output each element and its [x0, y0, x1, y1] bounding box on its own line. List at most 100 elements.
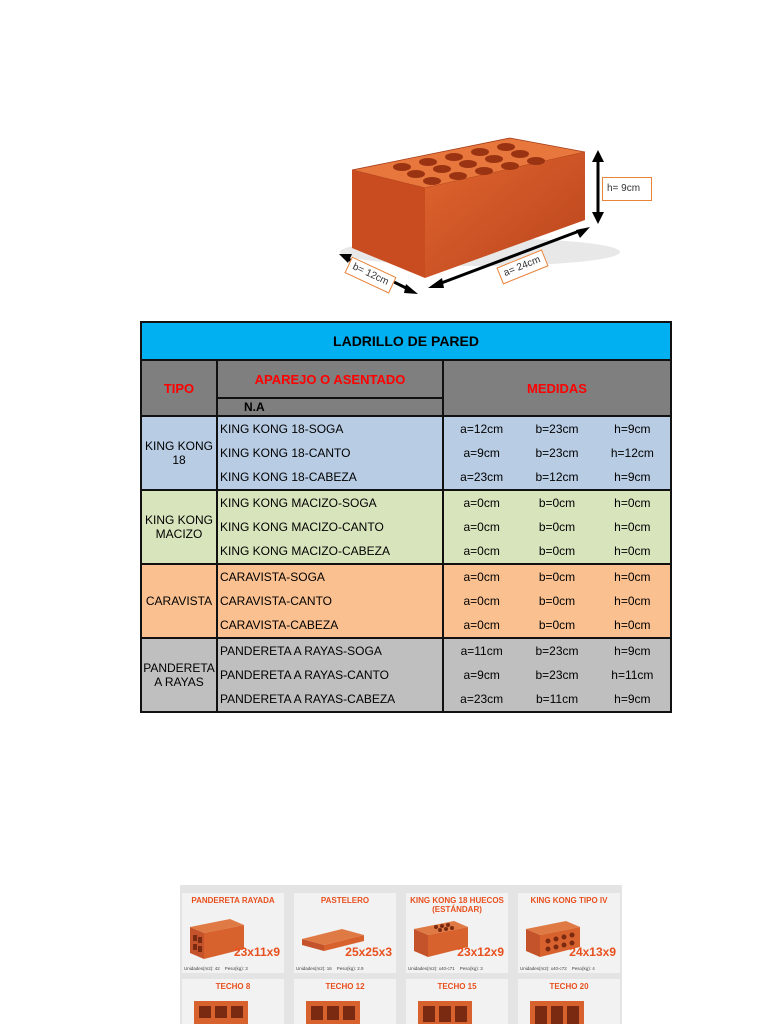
catalog-item-title: TECHO 20 [549, 982, 589, 991]
catalog-item-title: PASTELERO [320, 896, 370, 905]
techo-8-block-icon [194, 1001, 248, 1024]
aparejo-name: KING KONG 18-CANTO [220, 446, 351, 460]
table-row: PANDERETA A RAYAS PANDERETA A RAYAS-SOGA… [140, 637, 673, 713]
brick-catalog: PANDERETA RAYADA 23x11x9 Unidades(m2): 4… [180, 885, 622, 1024]
catalog-weight: Peso(kg): 2.9 [336, 966, 364, 971]
aparejo-name: CARAVISTA-SOGA [220, 570, 325, 584]
catalog-units: Unidades(m2): x40-c71 [408, 966, 455, 971]
catalog-item: TECHO 8 [182, 979, 284, 1024]
catalog-item-size: 25x25x3 [345, 945, 392, 959]
table-row: KING KONG 18 KING KONG 18-SOGA KING KONG… [140, 415, 673, 491]
measure-a: a=9cm [463, 668, 500, 682]
catalog-item-meta: Unidades(m2): 16 Peso(kg): 2.9 [296, 966, 364, 971]
catalog-item-title: TECHO 15 [437, 982, 477, 991]
techo-20-block-icon [530, 1001, 584, 1024]
measure-h: h=9cm [614, 422, 651, 436]
measure-b: b=0cm [538, 594, 576, 608]
aparejo-name: PANDERETA A RAYAS-SOGA [220, 644, 382, 658]
measure-b: b=23cm [535, 644, 579, 658]
aparejo-cell: KING KONG 18-SOGA KING KONG 18-CANTO KIN… [216, 415, 444, 491]
techo-12-block-icon [306, 1001, 360, 1024]
measure-a: a=12cm [460, 422, 504, 436]
catalog-item-title: TECHO 12 [325, 982, 365, 991]
catalog-item-size: 23x12x9 [457, 945, 504, 959]
aparejo-cell: KING KONG MACIZO-SOGA KING KONG MACIZO-C… [216, 489, 444, 565]
measure-a: a=0cm [463, 594, 500, 608]
catalog-item: TECHO 20 [518, 979, 620, 1024]
aparejo-name: CARAVISTA-CANTO [220, 594, 333, 608]
tipo-cell: KING KONG 18 [140, 415, 218, 491]
catalog-item-meta: Unidades(m2): 42 Peso(kg): 3 [184, 966, 248, 971]
catalog-units: Unidades(m2): x40-c72 [520, 966, 567, 971]
aparejo-name: PANDERETA A RAYAS-CABEZA [220, 692, 396, 706]
measure-b: b=23cm [535, 668, 579, 682]
height-label: h= 9cm [602, 177, 652, 201]
measure-h: h=12cm [610, 446, 654, 460]
measure-h: h=9cm [614, 470, 651, 484]
table-row: KING KONG MACIZO KING KONG MACIZO-SOGA K… [140, 489, 673, 565]
header-tipo: TIPO [140, 359, 218, 417]
measure-h: h=0cm [614, 570, 651, 584]
measure-b: b=0cm [538, 618, 576, 632]
measure-a: a=0cm [463, 618, 500, 632]
header-subrow: N.A [141, 397, 671, 417]
measure-a: a=23cm [460, 470, 504, 484]
table-row: CARAVISTA CARAVISTA-SOGA CARAVISTA-CANTO… [140, 563, 673, 639]
measure-h: h=0cm [614, 618, 651, 632]
header-na: N.A [216, 397, 444, 417]
header-aparejo: APAREJO O ASENTADO [216, 359, 444, 399]
tipo-cell: CARAVISTA [140, 563, 218, 639]
catalog-item: PASTELERO 25x25x3 Unidades(m2): 16 Peso(… [294, 893, 396, 973]
measure-a: a=9cm [463, 446, 500, 460]
catalog-units: Unidades(m2): 42 [184, 966, 220, 971]
measure-a: a=23cm [460, 692, 504, 706]
catalog-weight: Peso(kg): 4 [571, 966, 595, 971]
catalog-item-title: KING KONG TIPO IV [530, 896, 608, 905]
measure-b: b=23cm [535, 446, 579, 460]
aparejo-name: PANDERETA A RAYAS-CANTO [220, 668, 389, 682]
techo-15-block-icon [418, 1001, 472, 1024]
measure-b: b=0cm [538, 570, 576, 584]
brick-measurements-table: LADRILLO DE PARED TIPO APAREJO O ASENTAD… [139, 321, 673, 713]
catalog-item: KING KONG 18 HUECOS (ESTÁNDAR) 23x12x9 U… [406, 893, 508, 973]
tipo-cell: PANDERETA A RAYAS [140, 637, 218, 713]
table-title-row: LADRILLO DE PARED [139, 321, 673, 361]
catalog-item: PANDERETA RAYADA 23x11x9 Unidades(m2): 4… [182, 893, 284, 973]
king-kong-18-brick-icon [414, 921, 468, 957]
table-title: LADRILLO DE PARED [139, 321, 673, 361]
catalog-item-title: TECHO 8 [215, 982, 251, 991]
measure-b: b=0cm [538, 520, 576, 534]
catalog-item-title: PANDERETA RAYADA [191, 896, 275, 905]
aparejo-cell: CARAVISTA-SOGA CARAVISTA-CANTO CARAVISTA… [216, 563, 444, 639]
measure-h: h=0cm [614, 544, 651, 558]
measure-b: b=12cm [535, 470, 579, 484]
header-row: TIPO APAREJO O ASENTADO MEDIDAS [140, 359, 673, 417]
brick-illustration: h= 9cm b= 12cm a= 24cm [330, 130, 660, 305]
medidas-cell: a=12cm b=23cm h=9cm a=9cm b=23cm h=12cm a=23… [441, 415, 673, 491]
measure-a: a=0cm [463, 520, 500, 534]
king-kong-tipo-iv-brick-icon [526, 921, 580, 957]
measure-h: h=0cm [614, 520, 651, 534]
catalog-item-size: 24x13x9 [569, 945, 616, 959]
catalog-item: KING KONG TIPO IV 24x13x9 Unidades(m2): … [518, 893, 620, 973]
measure-b: b=0cm [538, 496, 576, 510]
pastelero-tile-icon [302, 929, 364, 951]
aparejo-name: KING KONG 18-SOGA [220, 422, 344, 436]
measure-b: b=23cm [535, 422, 579, 436]
measure-h: h=11cm [611, 668, 654, 682]
catalog-item-meta: Unidades(m2): x40-c72 Peso(kg): 4 [520, 966, 595, 971]
measure-a: a=0cm [463, 544, 500, 558]
aparejo-name: KING KONG 18-CABEZA [220, 470, 357, 484]
measure-h: h=0cm [614, 496, 651, 510]
catalog-item: TECHO 12 [294, 979, 396, 1024]
catalog-item-title: KING KONG 18 HUECOS (ESTÁNDAR) [410, 896, 504, 914]
catalog-weight: Peso(kg): 3 [224, 966, 248, 971]
measure-a: a=0cm [463, 570, 500, 584]
aparejo-name: CARAVISTA-CABEZA [220, 618, 339, 632]
pandereta-brick-icon [190, 919, 244, 959]
measure-b: b=0cm [538, 544, 576, 558]
catalog-weight: Peso(kg): 3 [459, 966, 483, 971]
catalog-item: TECHO 15 [406, 979, 508, 1024]
